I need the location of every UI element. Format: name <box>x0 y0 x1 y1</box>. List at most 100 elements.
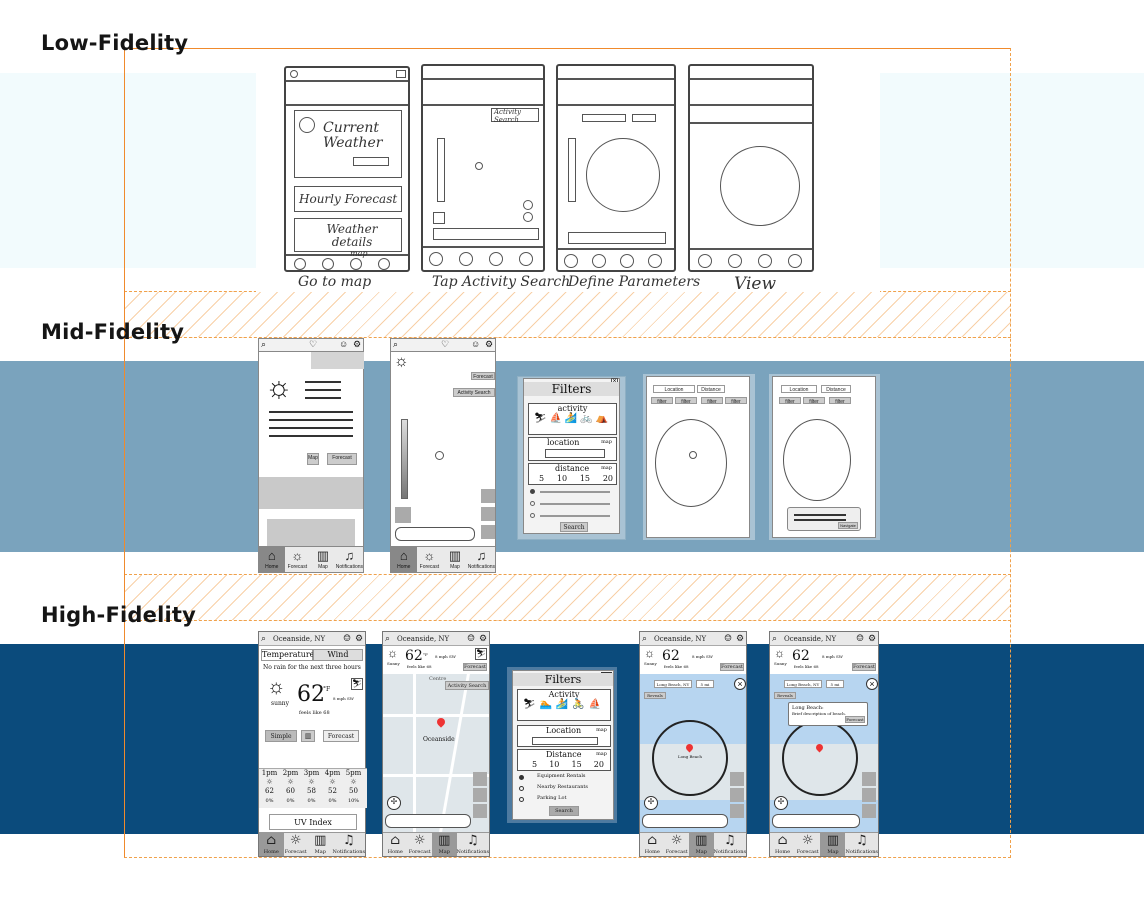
distance-20[interactable]: 20 <box>602 474 613 483</box>
mid-filter-chip-4[interactable]: filter <box>725 397 747 405</box>
nav-notifications[interactable]: ♫Notifications <box>332 833 366 855</box>
heart-icon[interactable]: ♡ <box>441 339 450 349</box>
hi-tab-wind[interactable]: Wind <box>313 649 363 661</box>
distance-10[interactable]: 10 <box>556 474 568 483</box>
radio-option-1[interactable] <box>530 489 535 494</box>
mid-search-bar[interactable]: ⌕ ♡ ☺ ⚙ <box>259 339 363 352</box>
hi-results-slider[interactable] <box>642 814 728 828</box>
nav-forecast[interactable]: ☼Forecast <box>408 833 431 855</box>
hi-results-forecast-button[interactable]: Forecast <box>720 663 744 671</box>
radio-restaurants[interactable] <box>519 786 524 791</box>
mid-distance-field[interactable]: Distance <box>697 385 725 393</box>
hi-beach-popup[interactable]: Long Beach: Brief description of beach. … <box>788 702 868 726</box>
hi-distance-field[interactable]: 5 mi <box>696 680 714 688</box>
hi-reveals-chip[interactable]: Reveals <box>644 692 666 699</box>
location-pin-icon[interactable] <box>435 716 447 728</box>
hi-popup-forecast-button[interactable]: Forecast <box>852 663 876 671</box>
mid-map-button[interactable]: Map <box>307 453 319 465</box>
activity-icons[interactable]: ⛷⛵🏄🚲⛺ <box>533 413 612 424</box>
close-icon[interactable]: × <box>866 678 878 690</box>
radio-option-3[interactable] <box>530 513 535 518</box>
hi-timeline-slider[interactable] <box>385 814 471 828</box>
hi-map[interactable]: Oceanside Centre <box>383 674 489 832</box>
distance-15[interactable]: 15 <box>579 474 591 483</box>
mid-timeline-slider[interactable] <box>395 527 475 541</box>
nav-forecast[interactable]: ☼Forecast <box>284 833 307 855</box>
gear-icon[interactable]: ⚙ <box>485 339 494 349</box>
mid-location-input[interactable] <box>545 449 605 458</box>
nav-forecast[interactable]: ☼Forecast <box>796 833 819 855</box>
hi-search-bar[interactable]: ⌕ Oceanside, NY ☺ ⚙ <box>259 632 365 646</box>
nav-map[interactable]: ▥Map <box>308 833 333 856</box>
mid-filter-chip-1[interactable]: filter <box>651 397 673 405</box>
nav-map[interactable]: ▥Map <box>442 547 468 572</box>
activity-icon[interactable]: ⛷ <box>475 648 487 660</box>
user-icon[interactable]: ☺ <box>724 634 733 644</box>
close-icon[interactable]: × <box>734 678 746 690</box>
hi-map-forecast-button[interactable]: Forecast <box>463 663 487 671</box>
hi-distance-field-2[interactable]: 5 mi <box>826 680 844 688</box>
mid-activity-search-button[interactable]: Activity Search <box>453 388 495 397</box>
radio-option-2[interactable] <box>530 501 535 506</box>
nav-notifications[interactable]: ♫Notifications <box>335 548 364 570</box>
nav-home[interactable]: ⌂Home <box>770 833 795 856</box>
mid-filter-chip-2[interactable]: filter <box>675 397 697 405</box>
distance-15[interactable]: 15 <box>571 760 582 769</box>
hi-popup-forecast[interactable]: Forecast <box>845 716 865 723</box>
distance-5[interactable]: 5 <box>532 760 538 769</box>
distance-5[interactable]: 5 <box>539 474 545 483</box>
nav-home[interactable]: ⌂Home <box>640 833 665 856</box>
user-icon[interactable]: ☺ <box>343 634 352 644</box>
nav-forecast[interactable]: ☼Forecast <box>417 547 443 572</box>
mid-popup-button[interactable]: Navigate <box>838 522 858 529</box>
user-icon[interactable]: ☺ <box>471 339 481 349</box>
gear-icon[interactable]: ⚙ <box>355 634 364 644</box>
mid-forecast-button[interactable]: Forecast <box>327 453 357 465</box>
mid-map-forecast-button[interactable]: Forecast <box>471 372 495 380</box>
distance-10[interactable]: 10 <box>549 760 560 769</box>
user-icon[interactable]: ☺ <box>467 634 476 644</box>
compass-icon[interactable]: ✢ <box>774 796 788 810</box>
mid-location-field[interactable]: Location <box>653 385 695 393</box>
hi-popup-slider[interactable] <box>772 814 860 828</box>
hi-activity-search-button[interactable]: Activity Search <box>445 681 489 690</box>
compass-icon[interactable]: ✢ <box>387 796 401 810</box>
nav-home[interactable]: ⌂Home <box>259 547 285 572</box>
mid-filter-chip-5[interactable]: filter <box>779 397 801 405</box>
mid-location-field-2[interactable]: Location <box>781 385 817 393</box>
hi-location-field[interactable]: Long Beach, NY <box>654 680 692 688</box>
hi-tab-temperature[interactable]: Temperature <box>261 649 315 661</box>
radio-equipment[interactable] <box>519 775 524 780</box>
compass-icon[interactable]: ✢ <box>644 796 658 810</box>
nav-home[interactable]: ⌂Home <box>259 833 284 856</box>
activity-icon[interactable]: ⛷ <box>351 678 363 690</box>
mid-search-button[interactable]: Search <box>560 522 588 532</box>
map-icon[interactable]: ▥ <box>301 730 315 742</box>
gear-icon[interactable]: ⚙ <box>479 634 488 644</box>
gear-icon[interactable]: ⚙ <box>353 339 362 349</box>
nav-map[interactable]: ▥Map <box>310 547 336 572</box>
nav-home[interactable]: ⌂Home <box>383 833 408 856</box>
nav-notifications[interactable]: ♫Notifications <box>845 833 878 855</box>
hi-location-input[interactable] <box>532 737 598 745</box>
nav-notifications[interactable]: ♫Notifications <box>713 833 747 855</box>
user-icon[interactable]: ☺ <box>856 634 865 644</box>
mid-popup-card[interactable]: Navigate <box>787 507 861 531</box>
gear-icon[interactable]: ⚙ <box>868 634 877 644</box>
nav-map[interactable]: ▥Map <box>432 833 457 856</box>
mid-filter-chip-6[interactable]: filter <box>803 397 825 405</box>
nav-home[interactable]: ⌂Home <box>391 547 417 572</box>
hi-location-field-2[interactable]: Long Beach, NY <box>784 680 822 688</box>
distance-20[interactable]: 20 <box>593 760 604 769</box>
nav-forecast[interactable]: ☼Forecast <box>285 547 311 572</box>
nav-notifications[interactable]: ♫Notifications <box>467 548 496 570</box>
nav-map[interactable]: ▥Map <box>689 833 714 856</box>
hi-uv-index[interactable]: UV Index <box>269 814 357 830</box>
user-icon[interactable]: ☺ <box>339 339 349 349</box>
hi-simple-button[interactable]: Simple <box>265 730 297 742</box>
nav-forecast[interactable]: ☼Forecast <box>665 833 688 855</box>
radio-parking[interactable] <box>519 797 524 802</box>
hi-search-button[interactable]: Search <box>549 806 579 816</box>
nav-notifications[interactable]: ♫Notifications <box>456 833 490 855</box>
nav-map[interactable]: ▥Map <box>820 833 846 856</box>
